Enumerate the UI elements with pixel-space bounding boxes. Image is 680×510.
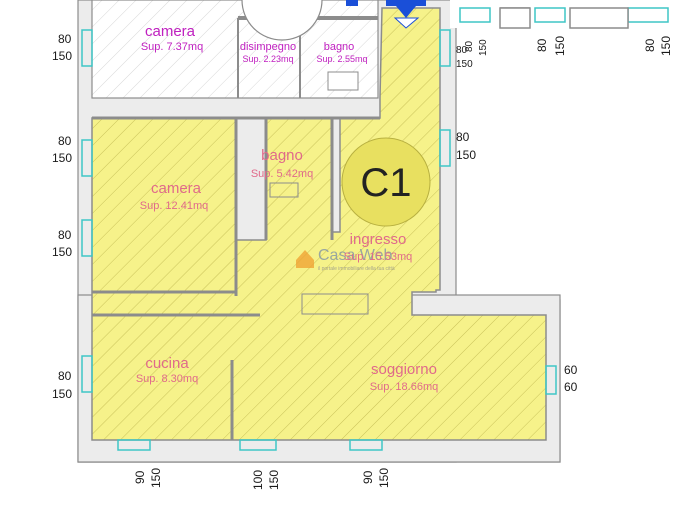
- unit-marker-label: C1: [360, 161, 411, 205]
- room-name: cucina: [145, 355, 189, 372]
- other-unit-area: [91, 0, 379, 99]
- windows: [81, 7, 669, 451]
- window-height: 150: [52, 245, 72, 259]
- window-height: 150: [52, 151, 72, 165]
- window-dimensions: 80 150 80 150 80 150 80 150 80 150 80 15…: [52, 32, 673, 490]
- room-area: Sup. 5.42mq: [251, 168, 313, 180]
- room-name: soggiorno: [371, 361, 437, 378]
- room-name: camera: [145, 23, 196, 40]
- window-height: 150: [553, 36, 567, 56]
- window-height: 150: [456, 148, 476, 162]
- unit-c1-labels: bagno Sup. 5.42mq camera Sup. 12.41mq in…: [136, 147, 438, 393]
- window-width: 80: [58, 369, 72, 383]
- window-width: 80: [464, 40, 475, 52]
- window-height: 150: [456, 59, 473, 70]
- room-area: Sup. 2.55mq: [316, 54, 367, 64]
- room-name: camera: [151, 180, 202, 197]
- watermark-name: Casa Web: [318, 247, 393, 264]
- window-width: 60: [564, 363, 578, 377]
- window-height: 150: [52, 387, 72, 401]
- room-name: bagno: [261, 147, 303, 164]
- entry-arrow-icon: [346, 0, 426, 29]
- window-height: 150: [377, 468, 391, 488]
- window-width: 80: [456, 130, 470, 144]
- room-area: Sup. 15.53mq: [344, 251, 413, 263]
- window-width: 80: [58, 134, 72, 148]
- other-unit-labels: camera Sup. 7.37mq disimpegno Sup. 2.23m…: [141, 23, 368, 64]
- window-width: 80: [456, 45, 468, 56]
- window-width: 80: [643, 38, 657, 52]
- window-height: 150: [267, 470, 281, 490]
- window-width: 80: [58, 32, 72, 46]
- unit-marker: C1: [341, 137, 431, 227]
- window-width: 90: [361, 470, 375, 484]
- room-name: bagno: [324, 41, 355, 53]
- room-area: Sup. 8.30mq: [136, 373, 198, 385]
- window-width: 90: [133, 470, 147, 484]
- window-height: 150: [478, 39, 489, 56]
- watermark-tagline: il portale immobiliare della tua città: [318, 266, 395, 272]
- room-area: Sup. 12.41mq: [140, 200, 209, 212]
- window-height: 150: [659, 36, 673, 56]
- unit-c1-area: [91, 7, 547, 441]
- room-name: disimpegno: [240, 41, 296, 53]
- window-height: 150: [52, 49, 72, 63]
- room-name: ingresso: [350, 231, 407, 248]
- room-area: Sup. 7.37mq: [141, 41, 203, 53]
- window-width: 100: [251, 470, 265, 490]
- window-width: 80: [535, 38, 549, 52]
- window-height: 150: [149, 468, 163, 488]
- watermark: Casa Web il portale immobiliare della tu…: [296, 247, 395, 272]
- window-width: 80: [58, 228, 72, 242]
- window-height: 60: [564, 380, 578, 394]
- room-area: Sup. 18.66mq: [370, 381, 439, 393]
- room-area: Sup. 2.23mq: [242, 54, 293, 64]
